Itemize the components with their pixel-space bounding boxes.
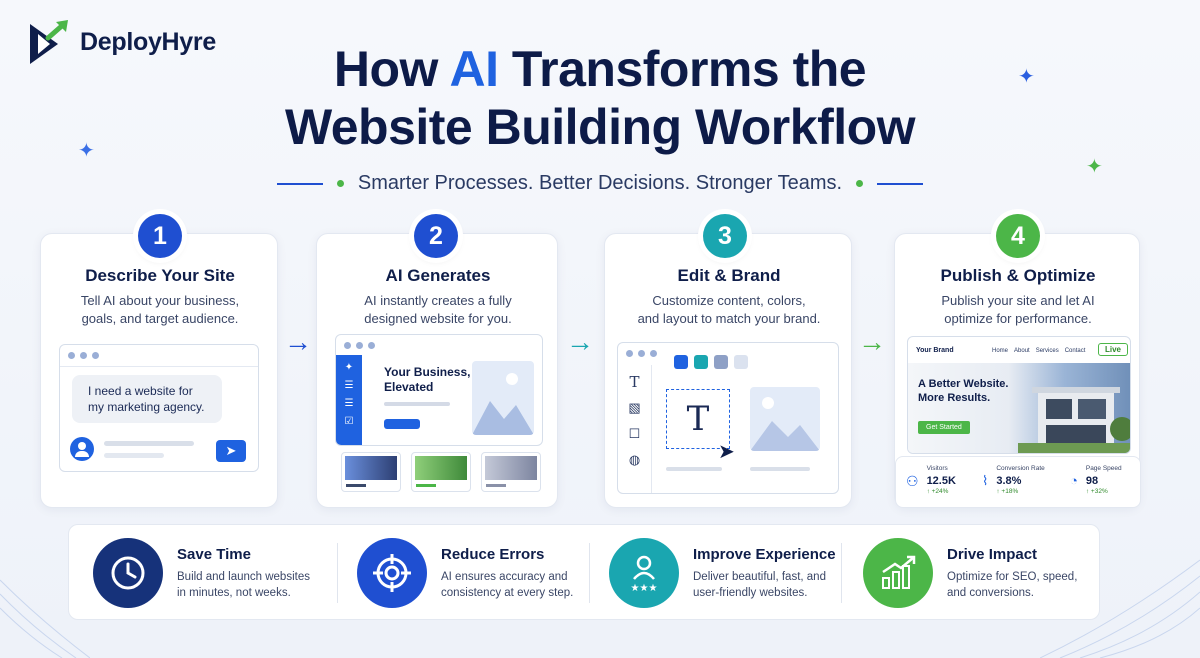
placeholder-line [104,441,194,446]
nav-link[interactable]: Home [992,348,1009,354]
template-thumbnail[interactable] [411,452,471,492]
sparkle-icon: ✦ [344,362,354,373]
step-number-badge: 2 [414,214,458,258]
step-title: Publish & Optimize [940,266,1096,285]
sparkle-icon: ✦ [1086,156,1103,178]
list-icon: ☰ [344,380,354,391]
wave-decoration [0,579,90,658]
shape-tool-icon[interactable]: ☐ [628,426,641,441]
wave-decoration [1040,559,1200,658]
benefit-drive-impact: Drive Impact Optimize for SEO, speed,and… [863,535,1077,611]
divider-line [877,182,924,185]
template-thumbnail[interactable] [341,452,401,492]
text-selection-box[interactable]: T [666,389,730,449]
benefit-improve-experience: ★★★ Improve Experience Deliver beautiful… [609,535,836,611]
color-swatch[interactable] [734,355,748,369]
step-number-badge: 3 [703,214,747,258]
chart-icon: ⌇ [982,473,989,488]
user-icon: ⚇ [906,473,919,489]
divider [841,543,842,603]
step-number-badge: 4 [996,214,1040,258]
image-tool-icon[interactable]: ▧ [628,400,641,415]
get-started-button[interactable]: Get Started [918,421,970,434]
nav-link[interactable]: About [1014,348,1030,354]
placeholder-line [104,453,164,458]
site-brand: Your Brand [916,347,954,354]
page-title: How AI Transforms the Website Building W… [284,41,916,155]
template-thumbnail[interactable] [481,452,541,492]
divider [337,543,338,603]
growth-chart-icon [863,538,933,608]
stat-page-speed: ◔ Page Speed 98 ↑ +32% [1070,465,1122,495]
placeholder-line [750,467,810,471]
target-icon [357,538,427,608]
image-placeholder-icon [472,361,534,435]
step-title: Edit & Brand [677,266,781,285]
user-avatar-icon [70,437,94,461]
brand-name: DeployHyre [80,27,216,56]
divider-dot [856,180,864,187]
step-card-publish: 4 Publish & Optimize Publish your site a… [894,214,1141,508]
clock-icon [93,538,163,608]
step-description: Customize content, colors,and layout to … [637,293,821,326]
placeholder-line [384,402,450,406]
step-description: Tell AI about your business,goals, and t… [80,293,240,326]
checkbox-icon: ☑ [344,416,354,427]
step-title: AI Generates [385,266,491,285]
cursor-icon: ➤ [718,441,735,463]
step-card-generate: 2 AI Generates AI instantly creates a fu… [316,214,558,508]
text-tool-icon[interactable]: T [629,373,640,391]
sidebar-strip: ✦ ☰ ☰ ☑ [336,355,362,445]
building-illustration [1018,387,1130,453]
arrow-right-icon: → [284,326,312,357]
nav-link[interactable]: Services [1035,348,1059,354]
page-subtitle: Smarter Processes. Better Decisions. Str… [0,172,1200,195]
nav-link[interactable]: Contact [1064,348,1086,354]
list-icon: ☰ [344,398,354,409]
hero-section: A Better Website.More Results. Get Start… [908,363,1130,453]
arrow-right-icon: → [858,326,886,357]
hero-heading: A Better Website.More Results. [918,378,1009,404]
divider-line [276,182,323,185]
divider-dot [336,180,344,187]
generated-site-mockup: ✦ ☰ ☰ ☑ Your Business,Elevated [335,334,543,446]
stats-panel: ⚇ Visitors 12.5K ↑ +24% ⌇ Conversion Rat… [895,456,1141,508]
step-card-describe: 1 Describe Your Site Tell AI about your … [40,214,278,508]
stat-conversion-rate: ⌇ Conversion Rate 3.8% ↑ +18% [982,465,1045,495]
step-number-badge: 1 [138,214,182,258]
image-placeholder-icon [750,387,820,451]
sparkle-icon: ✦ [78,140,95,162]
arrow-right-icon: → [566,326,594,357]
svg-text:★★★: ★★★ [631,583,658,594]
divider [589,543,590,603]
step-card-edit: 3 Edit & Brand Customize content, colors… [604,214,852,508]
color-swatch[interactable] [694,355,708,369]
editor-toolbar: T ▧ ☐ ◍ [618,365,652,493]
stat-visitors: ⚇ Visitors 12.5K ↑ +24% [906,465,956,495]
gauge-icon: ◔ [1070,473,1078,488]
live-badge: Live [1098,343,1129,356]
logo-icon [30,20,68,64]
color-swatch[interactable] [714,355,728,369]
cta-button[interactable] [384,419,420,429]
hero-heading: Your Business,Elevated [384,365,471,394]
editor-mockup: T ▧ ☐ ◍ T ➤ [617,342,839,494]
brand-logo[interactable]: DeployHyre [28,18,216,66]
send-button[interactable]: ➤ [216,440,246,462]
sparkle-icon: ✦ [1018,66,1035,88]
color-swatch[interactable] [674,355,688,369]
user-rating-icon: ★★★ [609,538,679,608]
step-title: Describe Your Site [85,266,235,285]
placeholder-line [666,467,722,471]
site-nav: Home About Services Contact [992,348,1085,354]
palette-icon[interactable]: ◍ [628,452,641,467]
published-site-mockup: Your Brand Home About Services Contact L… [907,336,1131,454]
